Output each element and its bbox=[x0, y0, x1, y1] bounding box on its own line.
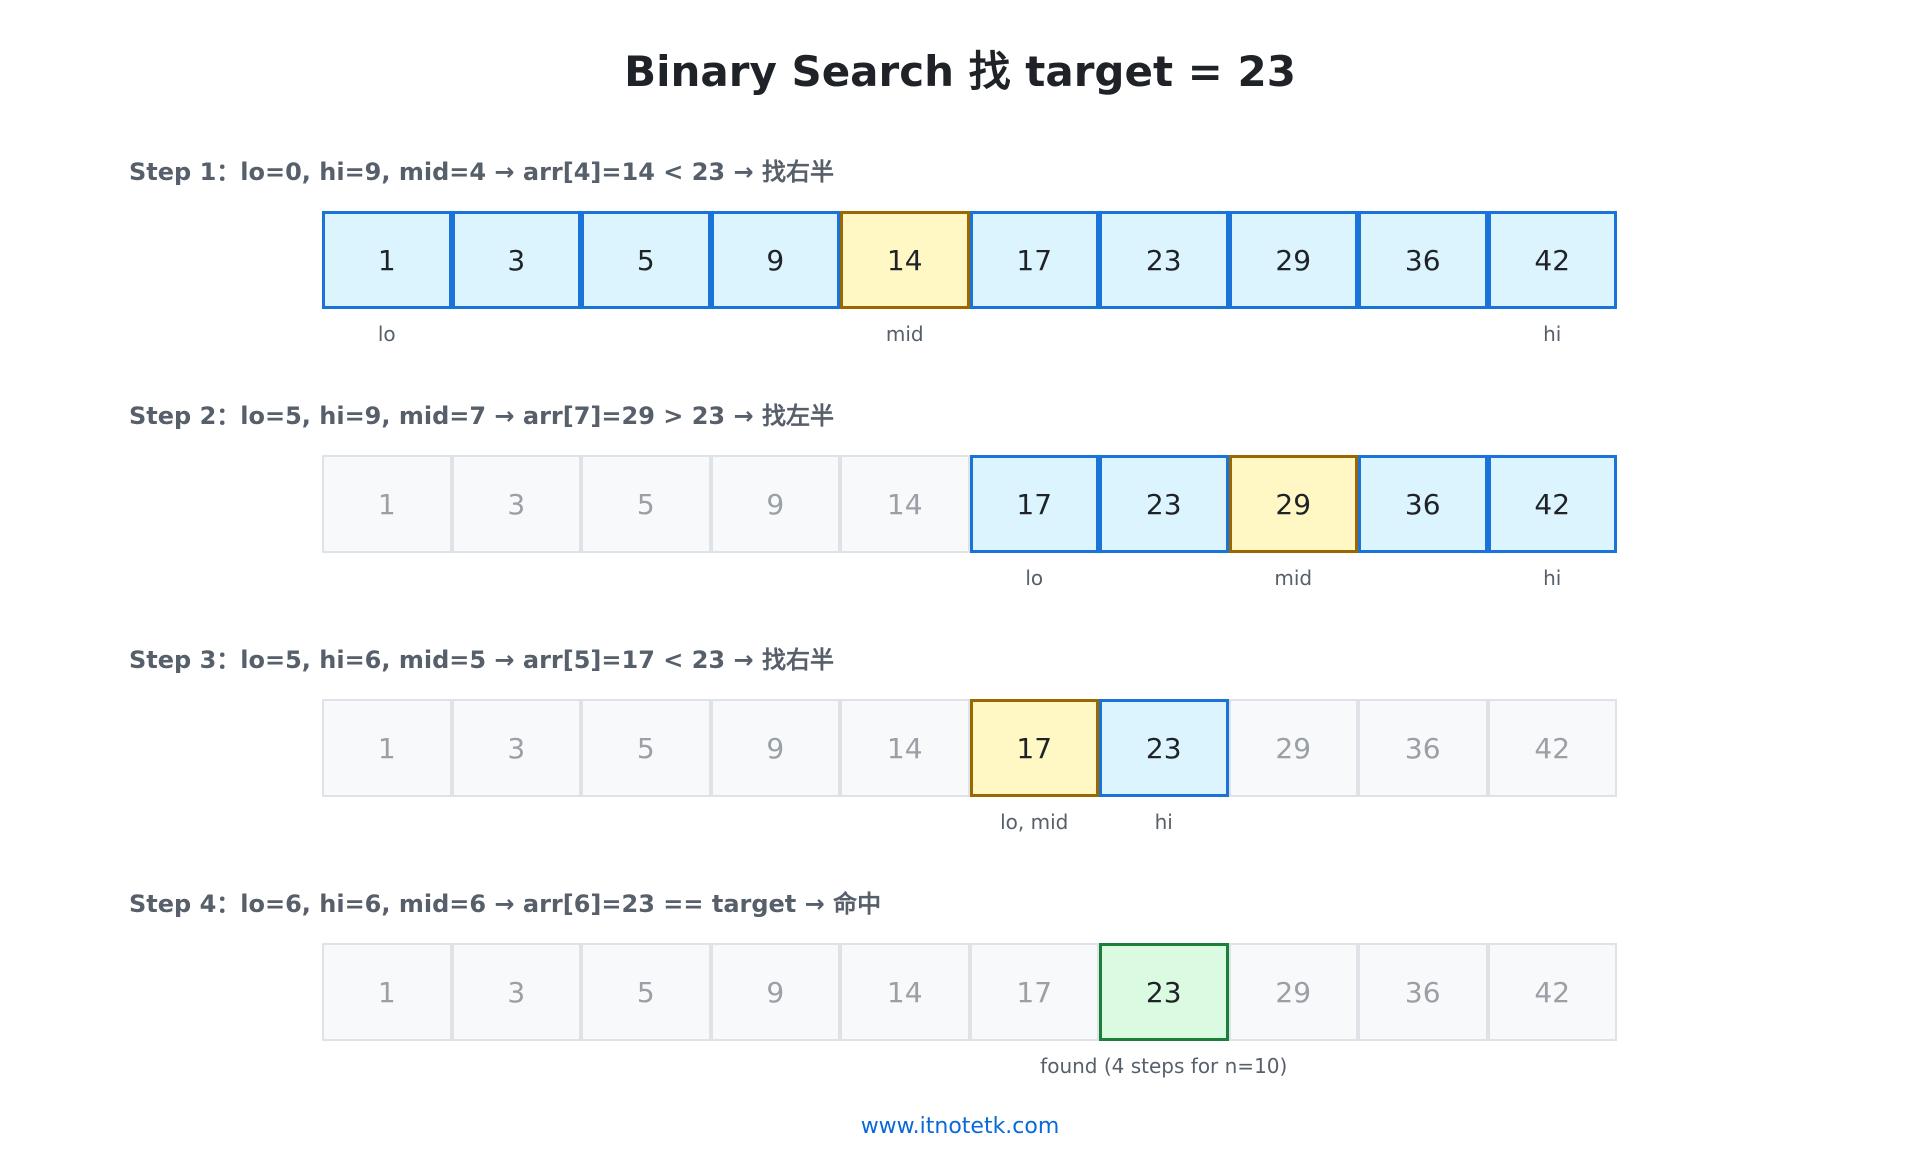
array-cell: 17 bbox=[969, 455, 1099, 553]
array-cell: 14 bbox=[840, 211, 970, 309]
array-cell: 1 bbox=[322, 211, 452, 309]
array-cell: 23 bbox=[1099, 455, 1229, 553]
pointer-label: mid bbox=[885, 322, 924, 346]
array-cell: 5 bbox=[581, 943, 711, 1041]
array-cell: 9 bbox=[710, 699, 840, 797]
array-cell: 14 bbox=[840, 699, 970, 797]
array-cell: 1 bbox=[322, 699, 452, 797]
page-title: Binary Search 找 target = 23 bbox=[624, 47, 1296, 96]
array-cell: 23 bbox=[1099, 943, 1229, 1041]
array-cell: 5 bbox=[581, 699, 711, 797]
array-cell: 9 bbox=[710, 943, 840, 1041]
array-cell: 3 bbox=[451, 699, 581, 797]
array-cell: 36 bbox=[1358, 455, 1488, 553]
array-cell: 9 bbox=[710, 211, 840, 309]
step-4-label: Step 4：lo=6, hi=6, mid=6 → arr[6]=23 == … bbox=[129, 890, 882, 918]
array-cell: 42 bbox=[1487, 699, 1617, 797]
array-cell: 14 bbox=[840, 943, 970, 1041]
array-cell: 9 bbox=[710, 455, 840, 553]
array-cell: 14 bbox=[840, 455, 970, 553]
pointer-label: lo bbox=[1025, 566, 1044, 590]
array-cell: 23 bbox=[1099, 699, 1229, 797]
array-cell: 36 bbox=[1358, 211, 1488, 309]
pointer-label: hi bbox=[1543, 322, 1562, 346]
array-cell: 17 bbox=[969, 943, 1099, 1041]
array-cell: 29 bbox=[1228, 211, 1358, 309]
pointer-label: hi bbox=[1154, 810, 1173, 834]
array-cell: 3 bbox=[451, 943, 581, 1041]
pointer-label: lo bbox=[377, 322, 396, 346]
step-3-label: Step 3：lo=5, hi=6, mid=5 → arr[5]=17 < 2… bbox=[129, 646, 834, 674]
array-cell: 42 bbox=[1487, 455, 1617, 553]
array-cell: 36 bbox=[1358, 943, 1488, 1041]
array-cell: 17 bbox=[969, 699, 1099, 797]
array-cell: 42 bbox=[1487, 943, 1617, 1041]
array-cell: 17 bbox=[969, 211, 1099, 309]
array-cell: 36 bbox=[1358, 699, 1488, 797]
array-cell: 1 bbox=[322, 455, 452, 553]
pointer-label: lo, mid bbox=[1000, 810, 1069, 834]
array-cell: 29 bbox=[1228, 455, 1358, 553]
step-2-label: Step 2：lo=5, hi=9, mid=7 → arr[7]=29 > 2… bbox=[129, 402, 834, 430]
array-cell: 23 bbox=[1099, 211, 1229, 309]
array-cell: 3 bbox=[451, 455, 581, 553]
array-cell: 1 bbox=[322, 943, 452, 1041]
array-cell: 29 bbox=[1228, 699, 1358, 797]
array-cell: 29 bbox=[1228, 943, 1358, 1041]
array-cell: 42 bbox=[1487, 211, 1617, 309]
array-cell: 5 bbox=[581, 455, 711, 553]
pointer-label: found (4 steps for n=10) bbox=[1040, 1054, 1288, 1078]
pointer-label: hi bbox=[1543, 566, 1562, 590]
array-cell: 5 bbox=[581, 211, 711, 309]
footer-link[interactable]: www.itnotetk.com bbox=[860, 1114, 1060, 1139]
step-1-label: Step 1：lo=0, hi=9, mid=4 → arr[4]=14 < 2… bbox=[129, 158, 834, 186]
pointer-label: mid bbox=[1274, 566, 1313, 590]
array-cell: 3 bbox=[451, 211, 581, 309]
